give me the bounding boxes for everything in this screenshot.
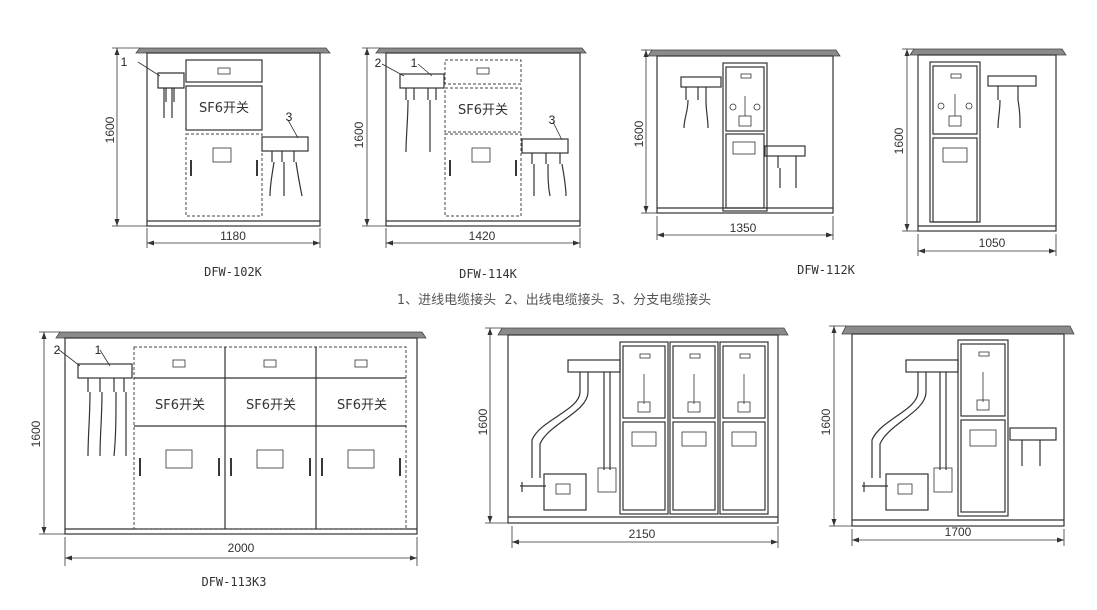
callout-number: 1 (95, 343, 102, 357)
callout-number: 2 (54, 343, 61, 357)
callout-number: 1 (411, 56, 418, 70)
unit-dfw-113k3 (39, 331, 427, 566)
switch-label: SF6开关 (199, 101, 249, 116)
width-dimension: 1180 (220, 229, 246, 243)
height-dimension: 1600 (476, 408, 490, 435)
width-dimension: 2150 (629, 527, 656, 541)
callout-number: 1 (121, 55, 128, 69)
height-dimension: 1600 (892, 127, 906, 154)
unit-dfw-112k (641, 49, 841, 240)
width-dimension: 1350 (730, 221, 757, 235)
unit-dfw-102k (112, 47, 331, 248)
model-label: DFW-113K3 (201, 575, 266, 589)
switch-label: SF6开关 (246, 398, 296, 413)
height-dimension: 1600 (632, 120, 646, 147)
connector-legend: 1、进线电缆接头 2、出线电缆接头 3、分支电缆接头 (397, 292, 711, 308)
height-dimension: 1600 (29, 420, 43, 447)
model-label: DFW-114K (459, 267, 518, 281)
unit-dfw-114k (362, 47, 587, 248)
unit-2150 (485, 327, 789, 548)
callout-number: 3 (286, 110, 293, 124)
switch-label: SF6开关 (337, 398, 387, 413)
height-dimension: 1600 (103, 116, 117, 143)
width-dimension: 1420 (469, 229, 496, 243)
height-dimension: 1600 (352, 121, 366, 148)
width-dimension: 2000 (228, 541, 255, 555)
callout-number: 2 (375, 56, 382, 70)
height-dimension: 1600 (819, 408, 833, 435)
callout-number: 3 (549, 113, 556, 127)
model-label: DFW-112K (797, 263, 856, 277)
model-label: DFW-102K (204, 265, 263, 279)
switch-label: SF6开关 (155, 398, 205, 413)
width-dimension: 1050 (979, 236, 1006, 250)
switch-label: SF6开关 (458, 103, 508, 118)
unit-1050 (902, 48, 1067, 256)
unit-1700 (829, 325, 1075, 546)
width-dimension: 1700 (945, 525, 972, 539)
